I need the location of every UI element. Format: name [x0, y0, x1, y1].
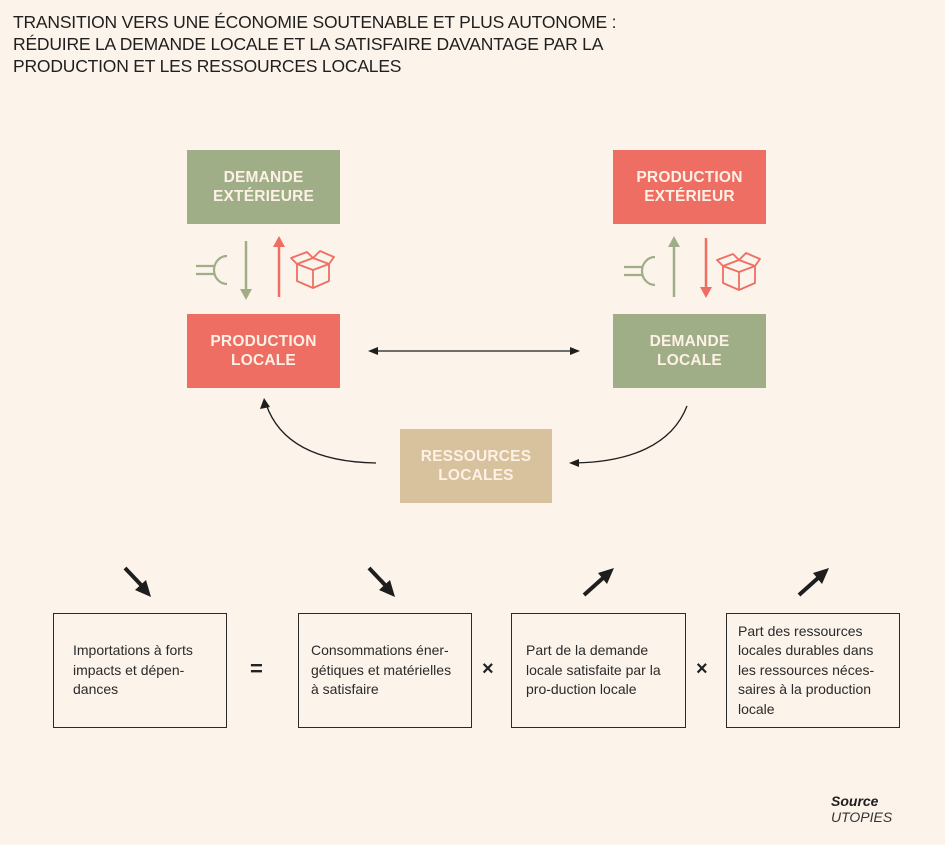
title-line: RÉDUIRE LA DEMANDE LOCALE ET LA SATISFAI… — [13, 34, 604, 54]
exchange-double-arrow — [368, 347, 580, 355]
box-label: LOCALE — [657, 352, 722, 369]
box-label: DEMANDE — [649, 333, 730, 350]
title-line: PRODUCTION ET LES RESSOURCES LOCALES — [13, 56, 402, 76]
box-label: EXTÉRIEURE — [212, 188, 315, 205]
title-line: TRANSITION VERS UNE ÉCONOMIE SOUTENABLE … — [13, 12, 617, 32]
box-label: RESSOURCES — [420, 448, 532, 465]
equation-term-imports: Importations à forts impacts et dépen-da… — [53, 613, 227, 728]
source-credit: Source UTOPIES — [831, 793, 892, 825]
equals-operator: = — [250, 656, 263, 681]
euro-icon — [196, 254, 228, 286]
box-icon — [716, 252, 761, 291]
goods-flow-up-arrow — [273, 236, 285, 297]
euro-icon — [624, 255, 656, 287]
box-demande-exterieure: DEMANDE EXTÉRIEURE — [187, 150, 340, 224]
box-production-locale: PRODUCTION LOCALE — [187, 314, 340, 388]
box-production-exterieur: PRODUCTION EXTÉRIEUR — [613, 150, 766, 224]
box-label: DEMANDE — [223, 169, 304, 186]
source-label: Source — [831, 793, 879, 809]
multiply-operator: × — [482, 658, 494, 680]
money-flow-up-arrow — [668, 236, 680, 297]
trend-down-arrow — [123, 566, 151, 597]
equation-term-local-resources-share: Part des ressources locales durables dan… — [726, 613, 900, 728]
resources-to-production-arrow — [260, 398, 377, 464]
multiply-operator: × — [696, 658, 708, 680]
box-label: LOCALES — [438, 467, 514, 484]
box-label: PRODUCTION — [210, 333, 317, 350]
box-label: EXTÉRIEUR — [644, 188, 735, 205]
box-label: PRODUCTION — [636, 169, 743, 186]
equation-term-local-demand-share: Part de la demande locale satisfaite par… — [511, 613, 686, 728]
diagram-title: TRANSITION VERS UNE ÉCONOMIE SOUTENABLE … — [13, 11, 653, 77]
goods-flow-down-arrow — [700, 238, 712, 298]
trend-up-arrow — [582, 568, 614, 597]
box-demande-locale: DEMANDE LOCALE — [613, 314, 766, 388]
source-value: UTOPIES — [831, 809, 893, 825]
box-ressources-locales: RESSOURCES LOCALES — [400, 429, 552, 503]
box-icon — [290, 250, 335, 289]
term-text: Importations à forts impacts et dépen-da… — [73, 642, 193, 698]
trend-down-arrow — [367, 566, 395, 597]
box-label: LOCALE — [231, 352, 296, 369]
term-text: Part des ressources locales durables dan… — [738, 622, 875, 717]
equation-term-consumption: Consommations éner-gétiques et matériell… — [298, 613, 472, 728]
money-flow-down-arrow — [240, 241, 252, 300]
term-text: Consommations éner-gétiques et matériell… — [311, 642, 452, 698]
term-text: Part de la demande locale satisfaite par… — [526, 642, 661, 698]
trend-up-arrow — [797, 568, 829, 597]
demand-to-resources-arrow — [569, 405, 688, 467]
